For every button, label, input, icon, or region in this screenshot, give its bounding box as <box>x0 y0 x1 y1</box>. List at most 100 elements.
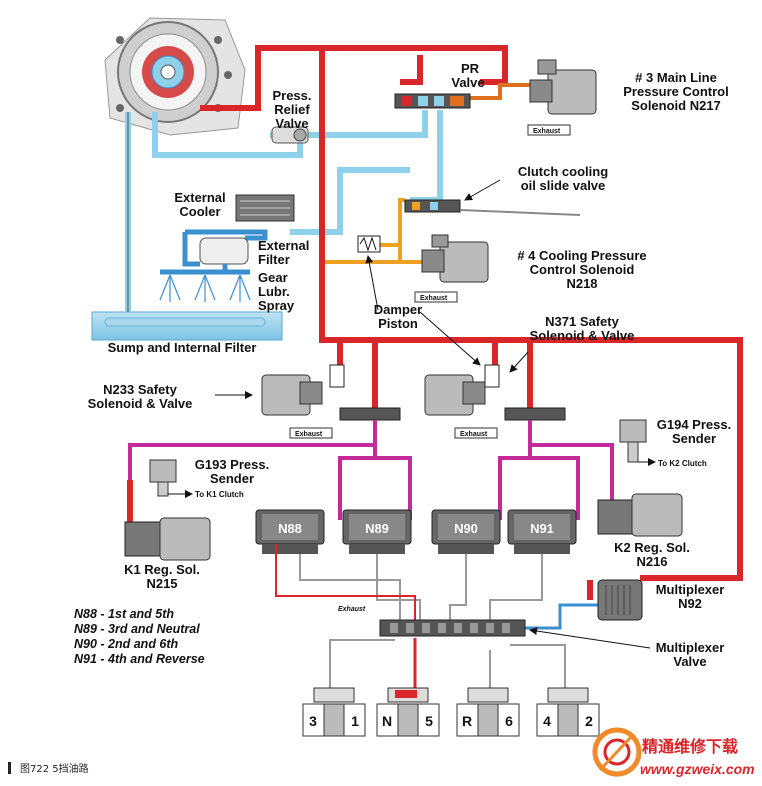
solenoid-n217 <box>527 59 597 136</box>
gear-right: 6 <box>505 713 513 729</box>
multiplexer-n92-label: N92 <box>678 596 702 611</box>
exhaust-label: Exhaust <box>338 606 366 613</box>
external-filter-label: External <box>258 238 309 253</box>
n88-active-line <box>275 544 416 622</box>
g194-label: G194 Press. <box>657 417 731 432</box>
n233-label: Solenoid & Valve <box>88 396 193 411</box>
solenoid-label: N91 <box>530 521 554 536</box>
solenoid-n233 <box>261 364 401 439</box>
g194-pressure-sender <box>619 419 656 466</box>
shift-solenoid-n89: N89 <box>342 509 412 554</box>
damper-piston-label: Piston <box>378 316 418 331</box>
to-k2-label: To K2 Clutch <box>658 459 707 468</box>
shift-solenoid-n91: N91 <box>507 509 577 554</box>
n371-label: Solenoid & Valve <box>530 328 635 343</box>
gear-spray-label: Spray <box>258 298 295 313</box>
shift-solenoids: N88 N89 N90 N91 <box>255 509 577 554</box>
n218-label: N218 <box>566 276 597 291</box>
clutch-pressure-lines <box>128 420 614 520</box>
gear-left: 4 <box>543 713 551 729</box>
n233-label: N233 Safety <box>103 382 177 397</box>
gear-actuator-n-5: N 5 <box>376 687 440 737</box>
press-relief-label: Valve <box>275 116 308 131</box>
g194-label: Sender <box>672 431 716 446</box>
multiplexer-valve-label: Valve <box>673 654 706 669</box>
exhaust-label: Exhaust <box>460 431 488 438</box>
gear-right: 5 <box>425 713 433 729</box>
gear-actuator-r-6: R 6 <box>456 687 520 737</box>
n371-label: N371 Safety <box>545 314 619 329</box>
gear-spray-label: Gear <box>258 270 288 285</box>
shift-routing-lines <box>299 554 566 700</box>
leader-arrows <box>215 179 651 649</box>
labels: Press. Relief Valve PR Valve # 3 Main Li… <box>88 61 732 669</box>
n217-label: Solenoid N217 <box>631 98 721 113</box>
shift-solenoid-n90: N90 <box>431 509 501 554</box>
watermark-url: www.gzweix.com <box>640 761 755 777</box>
pr-valve <box>394 93 471 109</box>
legend-item: N90 - 2nd and 6th <box>74 637 179 651</box>
main-line-pressure <box>127 45 743 600</box>
solenoid-legend: N88 - 1st and 5th N89 - 3rd and Neutral … <box>74 607 205 666</box>
pr-valve-label: PR <box>461 61 480 76</box>
external-cooler-label: Cooler <box>179 204 220 219</box>
exhaust-label: Exhaust <box>533 128 561 135</box>
multiplexer-n92 <box>597 579 643 621</box>
exhaust-label: Exhaust <box>420 295 448 302</box>
to-k1-label: To K1 Clutch <box>195 490 244 499</box>
k1-regulator-solenoid <box>124 517 211 561</box>
solenoid-label: N89 <box>365 521 389 536</box>
multiplexer-valve-label: Multiplexer <box>656 640 725 655</box>
n218-label: # 4 Cooling Pressure <box>517 248 646 263</box>
k2-label: K2 Reg. Sol. <box>614 540 690 555</box>
pr-valve-label: Valve <box>451 75 484 90</box>
external-filter <box>182 229 268 267</box>
solenoid-n371 <box>424 364 566 439</box>
solenoid-n218 <box>414 234 489 303</box>
press-relief-label: Relief <box>274 102 310 117</box>
gear-left: R <box>462 713 472 729</box>
n217-label: # 3 Main Line <box>635 70 717 85</box>
damper-piston <box>357 235 381 253</box>
gear-left: N <box>382 713 392 729</box>
gear-actuator-3-1: 3 1 <box>302 687 366 737</box>
k1-label: K1 Reg. Sol. <box>124 562 200 577</box>
external-cooler <box>235 194 295 222</box>
gear-right: 2 <box>585 713 593 729</box>
gear-actuator-4-2: 4 2 <box>536 687 600 737</box>
figure-caption: 图722 5挡油路 <box>8 762 89 775</box>
clutch-cooling-slide-valve <box>404 199 581 216</box>
shift-solenoid-n88: N88 <box>255 509 325 554</box>
g193-label: Sender <box>210 471 254 486</box>
k2-regulator-solenoid <box>597 493 683 537</box>
caption-text: 图722 5挡油路 <box>20 762 89 775</box>
gear-actuators: 3 1 N 5 R 6 4 2 <box>302 687 600 737</box>
external-cooler-label: External <box>174 190 225 205</box>
legend-item: N91 - 4th and Reverse <box>74 652 205 666</box>
multiplexer-n92-label: Multiplexer <box>656 582 725 597</box>
solenoid-label: N90 <box>454 521 478 536</box>
damper-piston-label: Damper <box>374 302 422 317</box>
pr-signal-line <box>470 83 540 100</box>
gear-spray-label: Lubr. <box>258 284 290 299</box>
gear-lubrication-spray <box>159 264 251 302</box>
press-relief-label: Press. <box>272 88 311 103</box>
oil-pump <box>104 17 246 136</box>
legend-item: N89 - 3rd and Neutral <box>74 622 200 636</box>
clutch-cooling-label: Clutch cooling <box>518 164 608 179</box>
g193-pressure-sender <box>149 459 193 498</box>
multiplexer-signal-line <box>522 603 600 630</box>
sump-and-internal-filter <box>91 311 283 341</box>
solenoid-label: N88 <box>278 521 302 536</box>
gear-left: 3 <box>309 713 317 729</box>
k2-label: N216 <box>636 554 667 569</box>
legend-item: N88 - 1st and 5th <box>74 607 174 621</box>
g193-label: G193 Press. <box>195 457 269 472</box>
clutch-cooling-label: oil slide valve <box>521 178 606 193</box>
watermark: 精通维修下载 www.gzweix.com <box>592 727 755 777</box>
gear-right: 1 <box>351 713 359 729</box>
n217-label: Pressure Control <box>623 84 728 99</box>
sump-label: Sump and Internal Filter <box>108 340 257 355</box>
pressure-relief-valve <box>270 126 312 144</box>
